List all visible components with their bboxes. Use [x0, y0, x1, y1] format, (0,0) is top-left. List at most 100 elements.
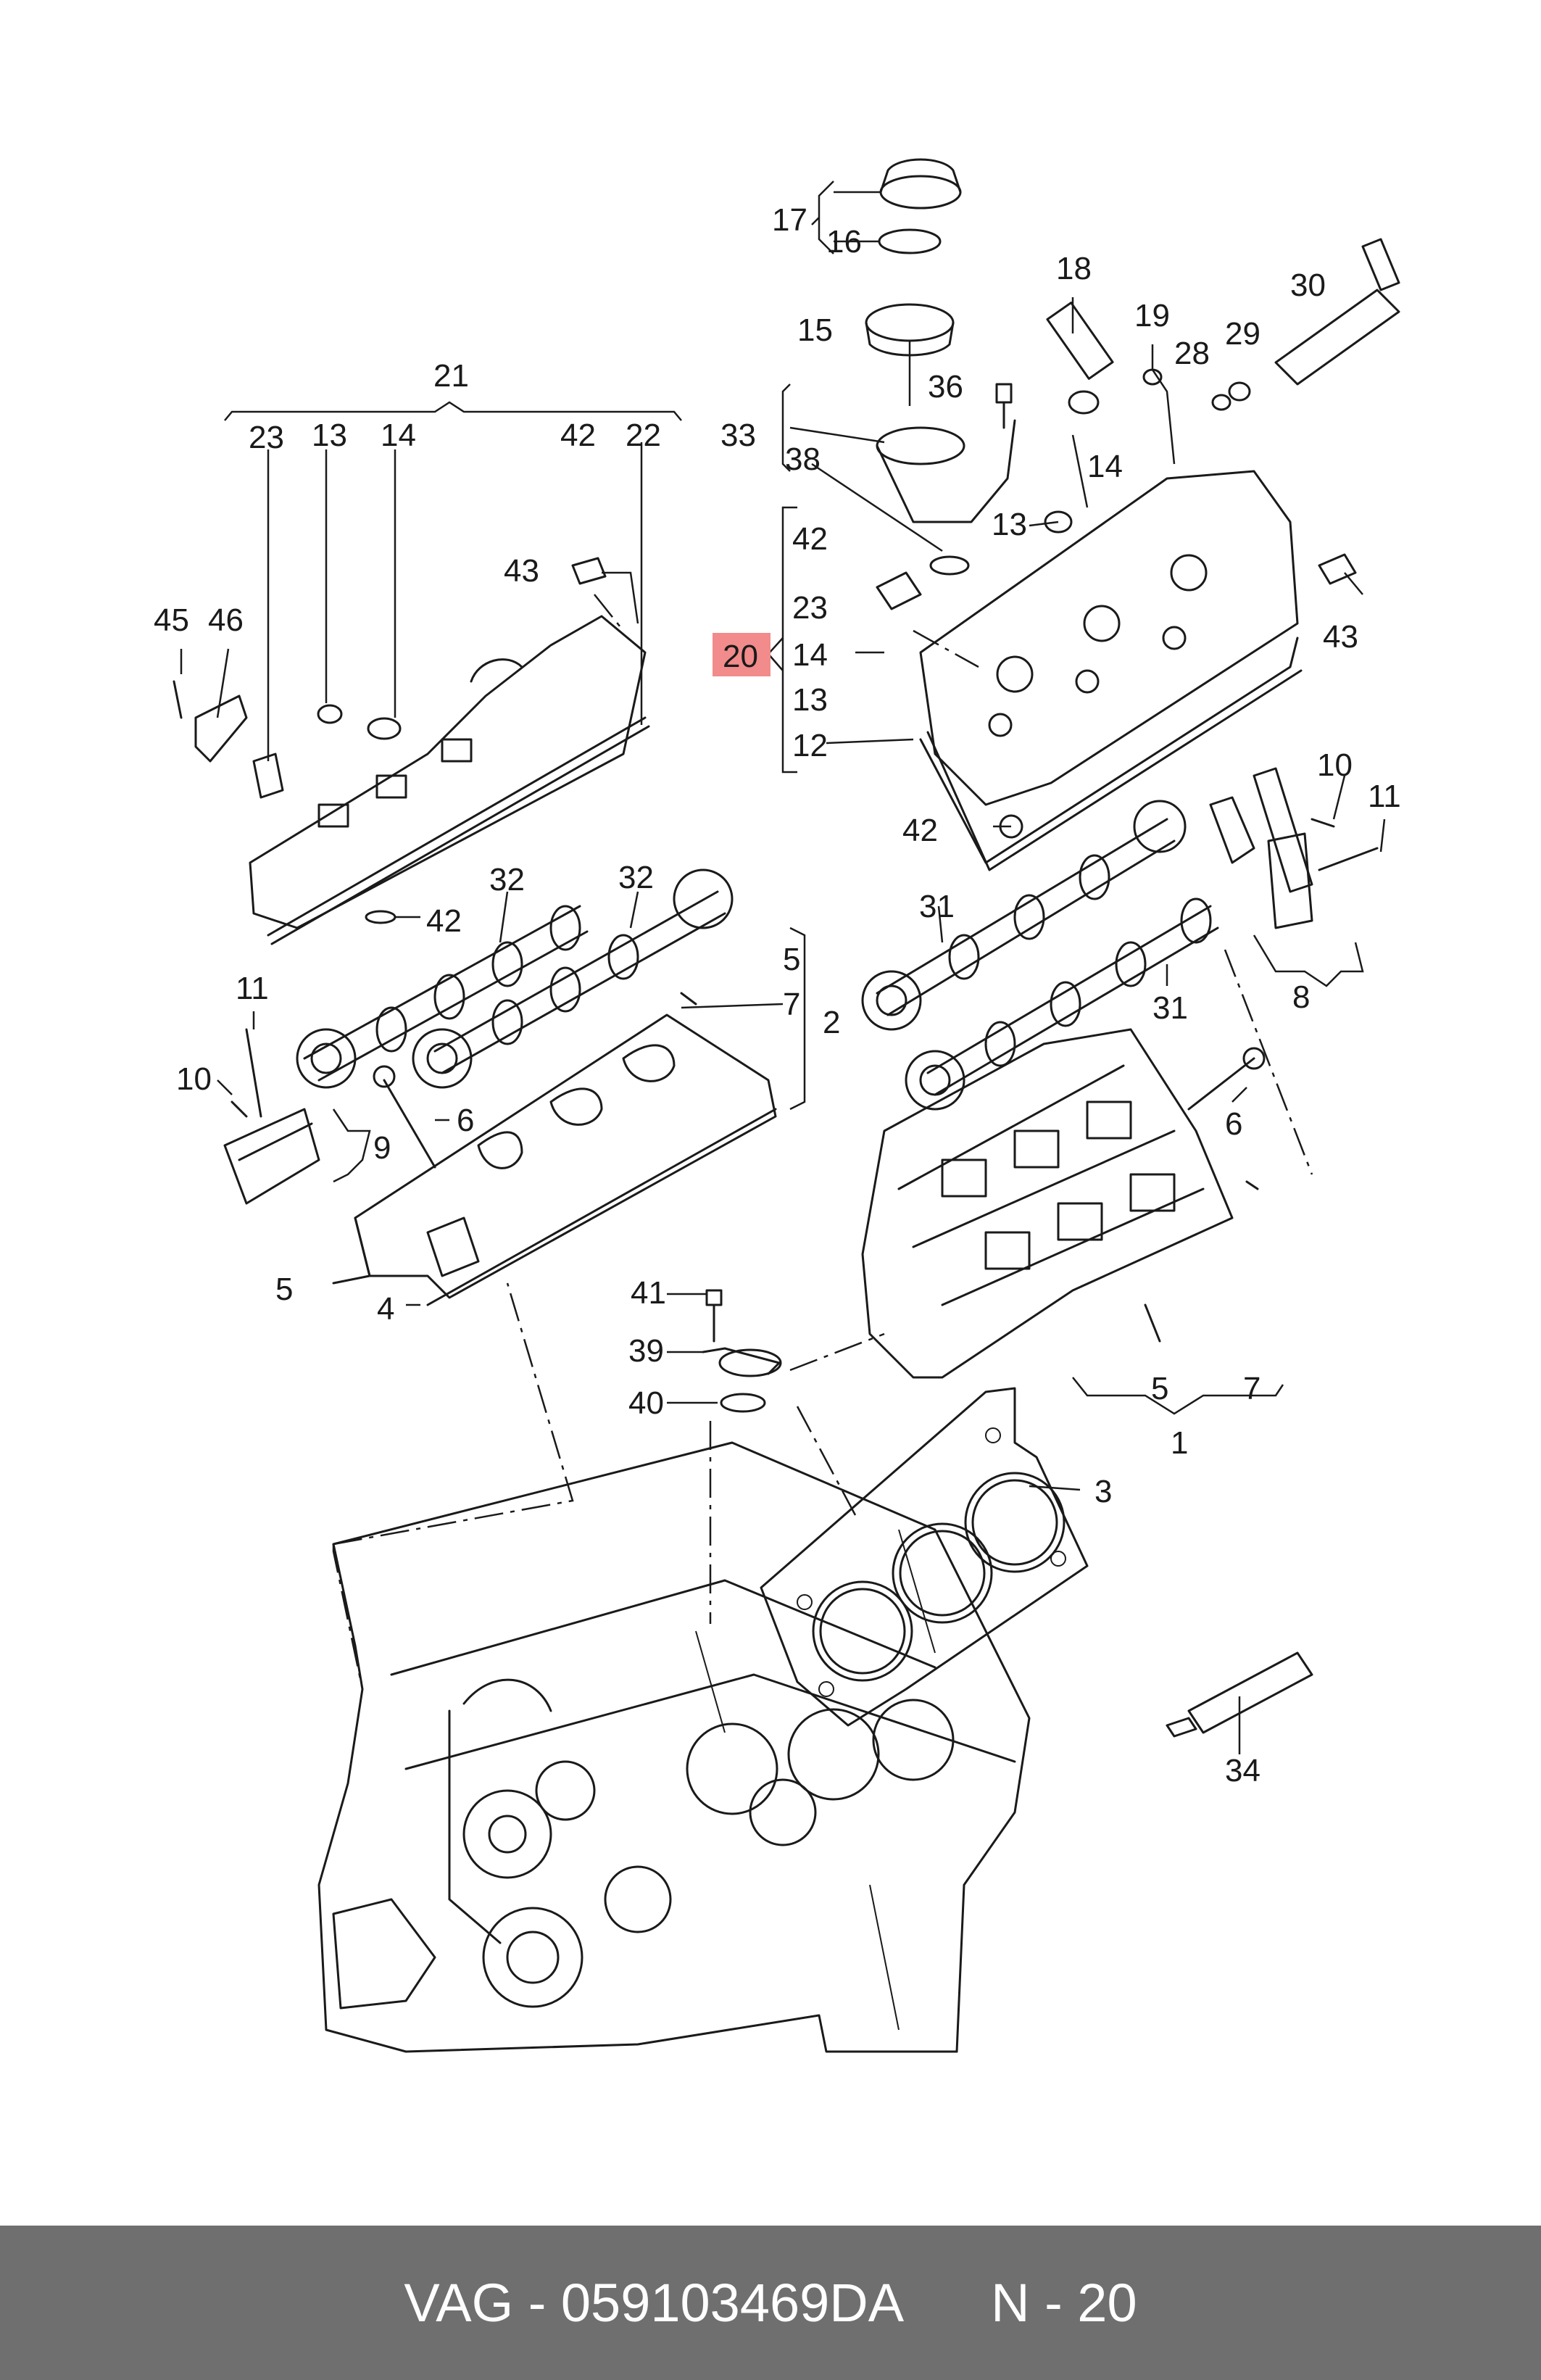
callout-17: 17: [772, 202, 807, 238]
injector: [1274, 238, 1400, 386]
camshaft-bearing-caps-8: [1209, 767, 1313, 929]
camshafts: [296, 800, 1219, 1111]
callout-7-left: 7: [783, 987, 800, 1022]
callout-12: 12: [792, 728, 828, 763]
callout-20: 20: [723, 639, 758, 674]
callout-23-right: 23: [792, 590, 828, 626]
filler-cap-seal: [878, 228, 942, 254]
callout-8: 8: [1292, 979, 1310, 1015]
sensor-23-right: [876, 571, 922, 610]
bolt-10-left: [230, 1100, 248, 1118]
oil-filler-cap: [879, 158, 962, 210]
callout-6-left: 6: [457, 1103, 474, 1138]
filler-neck-o-ring: [929, 555, 970, 576]
callout-labels: 17 16 15 18 19 30 28 29 36 14 33 38 13 4…: [154, 202, 1401, 1788]
callout-31-bottom: 31: [1152, 990, 1188, 1026]
nut-43-left: [571, 557, 607, 585]
sensor-45-46: [173, 680, 248, 763]
stud-5-right: [1144, 1303, 1161, 1343]
left-valve-cover: [249, 615, 650, 945]
callout-43-right: 43: [1323, 619, 1358, 655]
callout-19: 19: [1134, 298, 1170, 333]
assembly-lines: [332, 594, 1313, 1690]
callout-31-top: 31: [919, 889, 955, 924]
callout-29: 29: [1225, 316, 1260, 352]
page-reference: N - 20: [991, 2273, 1137, 2333]
bolt-41: [705, 1289, 723, 1343]
callout-30: 30: [1290, 268, 1326, 303]
callout-11-left: 11: [236, 971, 269, 1006]
left-cylinder-head: [354, 1013, 777, 1306]
callout-42-left: 42: [426, 903, 462, 939]
callout-22: 22: [626, 418, 661, 453]
camshaft-right-2: [905, 897, 1219, 1111]
part-number: VAG - 059103469DA: [404, 2273, 905, 2333]
highlight-callout-20: [713, 633, 770, 676]
callout-13-left: 13: [312, 418, 347, 453]
seal-42-left: [365, 910, 396, 924]
callout-42-right: 42: [902, 813, 938, 848]
engine-block: [317, 1441, 1031, 2053]
callout-16: 16: [826, 224, 862, 260]
camshaft-left-2: [412, 868, 734, 1089]
nut-43-right: [1318, 553, 1357, 585]
camshaft-bearing-caps-9: [223, 1108, 320, 1205]
callout-6-right: 6: [1225, 1106, 1242, 1142]
callout-43-left: 43: [504, 553, 539, 589]
leader-lines: [180, 181, 1386, 1754]
callout-7-right: 7: [1243, 1371, 1260, 1406]
seal-plugs-13-14: [317, 390, 1100, 740]
callout-34: 34: [1225, 1753, 1260, 1788]
callout-45: 45: [154, 602, 189, 638]
callout-5-right: 5: [1151, 1371, 1168, 1406]
sealant-tube-34: [1166, 1651, 1313, 1738]
callout-42-top-left: 42: [560, 418, 596, 453]
dowel-7-right: [1245, 1180, 1259, 1190]
callout-32-right: 32: [618, 860, 654, 895]
callout-23-left: 23: [249, 420, 284, 455]
callout-38: 38: [785, 441, 821, 477]
vent-valve-seal: [1142, 368, 1163, 386]
callout-1: 1: [1171, 1425, 1188, 1461]
callout-14-group: 14: [792, 637, 828, 673]
injector-seal-29: [1228, 381, 1251, 402]
right-cylinder-head: [861, 1028, 1234, 1379]
callout-13-right: 13: [992, 507, 1027, 542]
callout-40: 40: [628, 1385, 664, 1421]
cylinder-head-gasket: [760, 1387, 1089, 1727]
callout-21: 21: [433, 358, 469, 394]
callout-4: 4: [377, 1291, 394, 1327]
right-valve-cover: [919, 470, 1303, 871]
callout-32-left: 32: [489, 862, 525, 897]
vent-valve: [1046, 302, 1114, 380]
bolt-11-left: [245, 1028, 262, 1118]
callout-39: 39: [628, 1333, 664, 1369]
o-ring-40: [720, 1393, 766, 1413]
callout-15: 15: [797, 312, 833, 348]
camshaft-left-1: [296, 905, 589, 1089]
callout-18: 18: [1056, 251, 1092, 286]
callout-13-group: 13: [792, 682, 828, 718]
callout-5-left: 5: [275, 1272, 293, 1307]
injector-seal-28: [1211, 394, 1231, 411]
callout-9: 9: [373, 1130, 391, 1166]
bolt-36: [995, 383, 1013, 429]
head-bolt-6-right: [1187, 1047, 1266, 1111]
dowel-7-left: [680, 992, 697, 1006]
callout-2: 2: [823, 1005, 840, 1040]
callout-33: 33: [720, 418, 756, 453]
bolt-10-right: [1311, 818, 1335, 828]
callout-36: 36: [928, 369, 963, 405]
camshaft-right-1: [861, 800, 1187, 1031]
callout-10-left: 10: [176, 1061, 212, 1097]
callout-42-group: 42: [792, 521, 828, 557]
exploded-parts-diagram: 17 16 15 18 19 30 28 29 36 14 33 38 13 4…: [154, 158, 1401, 2053]
callout-14-left: 14: [381, 418, 416, 453]
head-bolt-6-left: [373, 1065, 436, 1169]
footer-bar: VAG - 059103469DA N - 20: [0, 2226, 1541, 2380]
stud-5-left: [332, 1274, 371, 1285]
filler-neck: [876, 419, 1016, 523]
callout-5-top: 5: [783, 942, 800, 977]
cover-plate-39: [702, 1347, 782, 1377]
callout-46: 46: [208, 602, 244, 638]
